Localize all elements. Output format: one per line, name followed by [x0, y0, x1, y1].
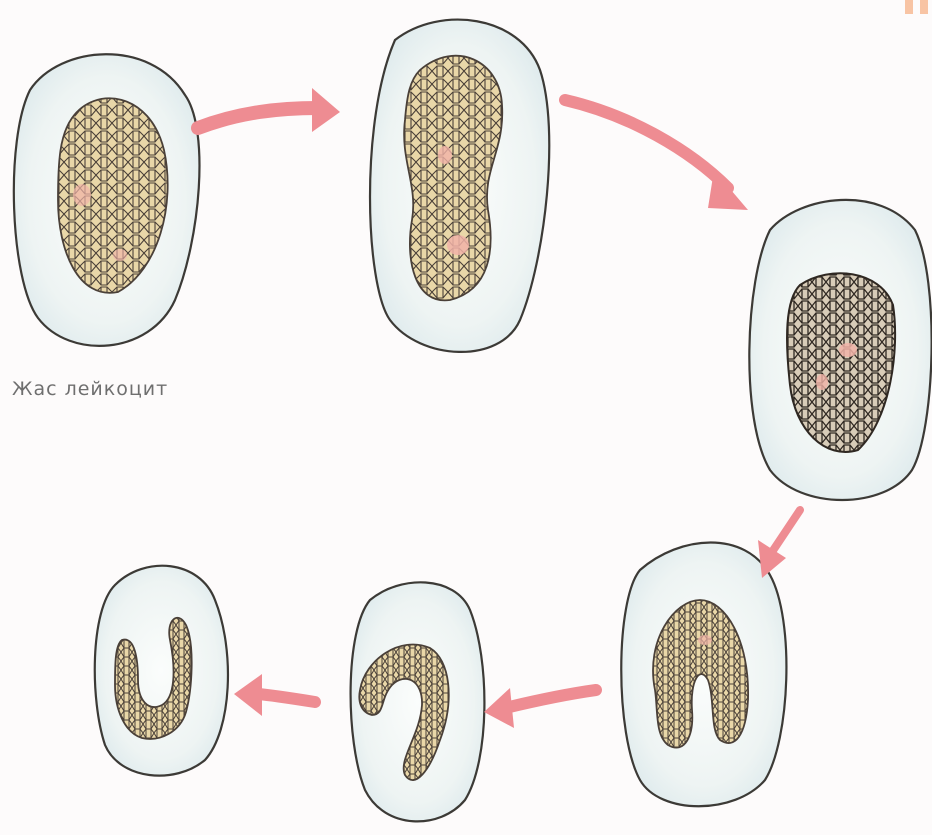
- arrow-cell4-to-cell5: [484, 688, 596, 728]
- arrow-cell3-to-cell4: [758, 510, 800, 578]
- cell-dark-nucleus: [749, 200, 931, 500]
- corner-mark: [905, 0, 928, 14]
- arrow-cell5-to-cell6: [234, 674, 315, 716]
- nucleolus: [438, 146, 452, 164]
- nucleolus: [447, 235, 469, 255]
- nucleolus: [73, 184, 91, 206]
- cell-bean-nucleus: [370, 20, 549, 352]
- nucleolus: [816, 374, 828, 390]
- young-leukocyte-label: Жас лейкоцит: [12, 378, 168, 400]
- arrow-cell1-to-cell2: [198, 88, 340, 132]
- cell-horseshoe-nucleus: [621, 543, 786, 807]
- cell-u-shaped-nucleus: [95, 566, 228, 776]
- nucleolus: [698, 635, 712, 645]
- nucleolus: [839, 343, 857, 357]
- arrow-cell2-to-cell3: [565, 100, 748, 210]
- nucleolus: [113, 249, 127, 261]
- cell-band-nucleus: [351, 582, 485, 821]
- cell-young-leukocyte: [14, 54, 200, 346]
